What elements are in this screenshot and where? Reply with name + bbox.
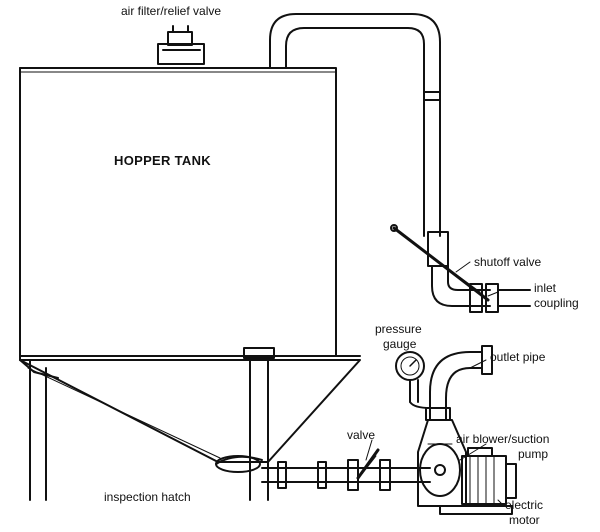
- valve-label: valve: [347, 428, 376, 442]
- pressure-gauge: [395, 351, 431, 409]
- inlet-label-line1: inlet: [534, 281, 557, 295]
- pressure-label-line1: pressure: [375, 322, 422, 336]
- electric-motor: [437, 447, 517, 515]
- suction-valve: [356, 448, 380, 480]
- inlet-coupling: [469, 283, 531, 313]
- return-pipe: [269, 13, 491, 307]
- air-blower-label-line1: air blower/suction: [456, 432, 550, 446]
- air-filter-relief-valve: [157, 25, 205, 65]
- leader-lines: [365, 261, 505, 507]
- motor-label-line2: motor: [509, 513, 540, 527]
- outlet-pipe: [425, 345, 493, 421]
- hopper-tank-label: HOPPER TANK: [114, 153, 211, 168]
- gauge-label-line2: gauge: [383, 337, 417, 351]
- electric-label-line1: electric: [505, 498, 544, 512]
- shutoff-valve-label: shutoff valve: [474, 255, 542, 269]
- pump-label-line2: pump: [518, 447, 549, 461]
- shutoff-valve: [390, 224, 490, 302]
- air-filter-relief-valve-label: air filter/relief valve: [121, 4, 222, 18]
- hopper-tank: [19, 67, 361, 501]
- outlet-pipe-label: outlet pipe: [490, 350, 546, 364]
- suction-pipe: [261, 459, 431, 491]
- inspection-hatch-label: inspection hatch: [104, 490, 191, 504]
- inspection-hatch: [215, 455, 263, 473]
- coupling-label-line2: coupling: [534, 296, 579, 310]
